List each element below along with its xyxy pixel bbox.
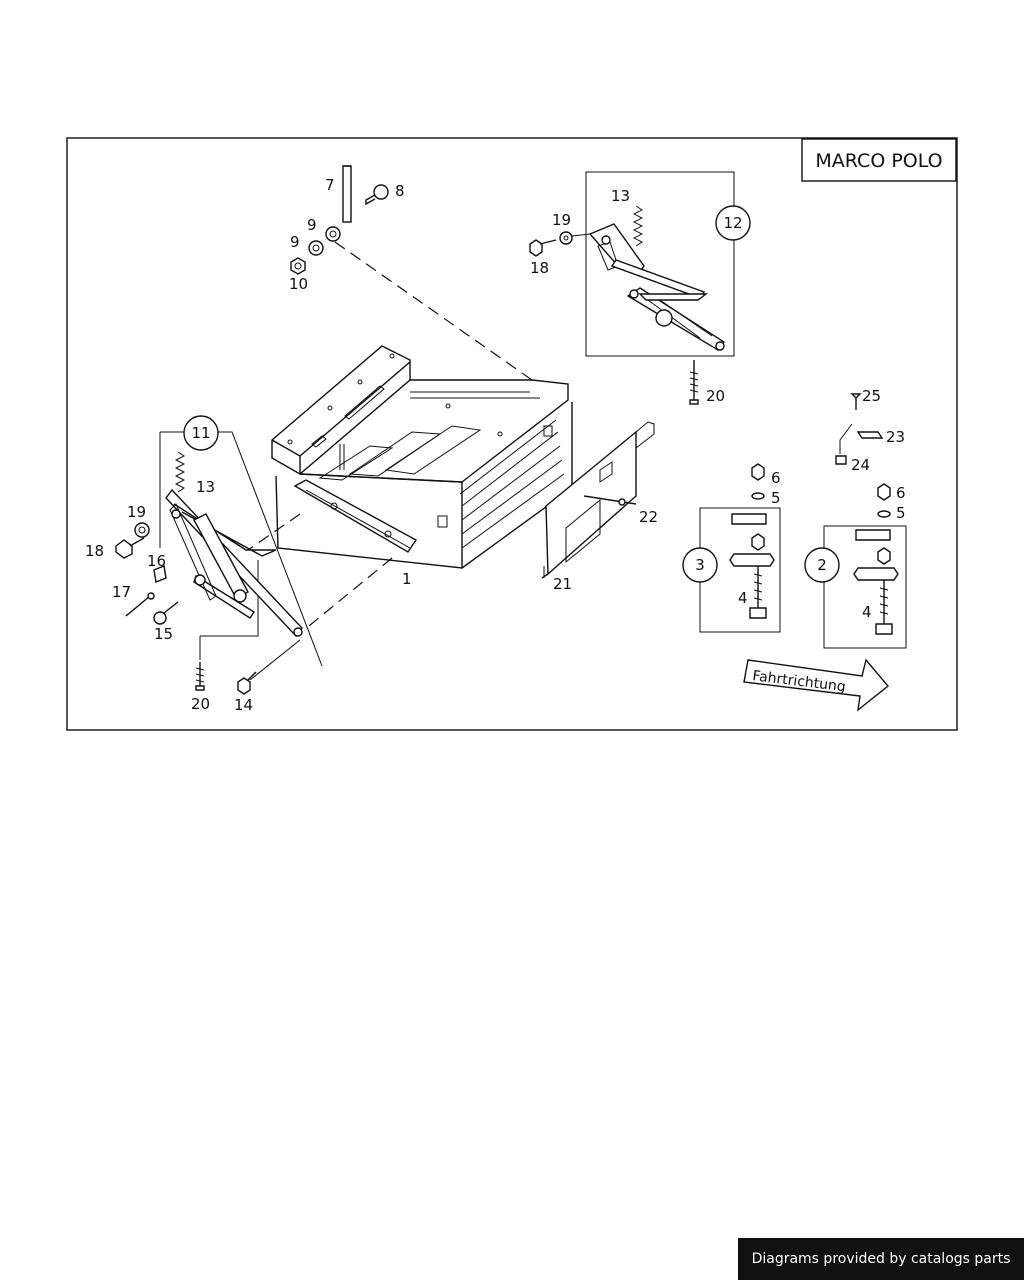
part-label-23: 23	[886, 428, 905, 446]
title-box: MARCO POLO	[801, 138, 957, 182]
clamp-kit-2	[804, 483, 907, 649]
part-label-4: 4	[862, 603, 872, 621]
hinge-pin-group	[290, 165, 533, 381]
part-label-8: 8	[395, 182, 405, 200]
part-label-19: 19	[127, 503, 146, 521]
part-label-7: 7	[325, 176, 335, 194]
clamp-kit-3	[682, 463, 781, 633]
left-hinge-assembly	[115, 415, 323, 695]
callout-2: 2	[817, 556, 827, 574]
part-label-1: 1	[402, 570, 412, 588]
part-label-25: 25	[862, 387, 881, 405]
part-label-5: 5	[896, 504, 906, 522]
right-hinge-assembly	[529, 171, 751, 405]
part-label-5: 5	[771, 489, 781, 507]
drawer-box-frame	[271, 345, 573, 569]
part-label-4: 4	[738, 589, 748, 607]
part-label-6: 6	[771, 469, 781, 487]
part-label-13: 13	[196, 478, 215, 496]
part-label-6: 6	[896, 484, 906, 502]
part-label-18: 18	[85, 542, 104, 560]
assembly-line-left	[303, 557, 393, 631]
callout-3: 3	[695, 556, 705, 574]
part-label-9: 9	[290, 233, 300, 251]
part-label-20: 20	[191, 695, 210, 713]
footer-text: Diagrams provided by catalogs parts	[751, 1251, 1011, 1267]
direction-arrow: Fahrtrichtung	[743, 658, 889, 712]
part-label-16: 16	[147, 552, 166, 570]
part-label-18: 18	[530, 259, 549, 277]
part-label-19: 19	[552, 211, 571, 229]
part-label-13: 13	[611, 187, 630, 205]
part-label-17: 17	[112, 583, 131, 601]
part-label-10: 10	[289, 275, 308, 293]
footer-banner: Diagrams provided by catalogs parts	[738, 1238, 1024, 1280]
diagram-title: MARCO POLO	[815, 150, 942, 172]
callout-11: 11	[191, 424, 210, 442]
diagram-frame	[66, 137, 958, 731]
small-parts-23-25	[835, 393, 884, 465]
part-label-15: 15	[154, 625, 173, 643]
part-label-22: 22	[639, 508, 658, 526]
part-label-24: 24	[851, 456, 870, 474]
part-label-9: 9	[307, 216, 317, 234]
callout-12: 12	[723, 214, 742, 232]
side-panel-assembly	[541, 421, 655, 579]
part-label-21: 21	[553, 575, 572, 593]
part-label-20: 20	[706, 387, 725, 405]
part-label-14: 14	[234, 696, 253, 714]
